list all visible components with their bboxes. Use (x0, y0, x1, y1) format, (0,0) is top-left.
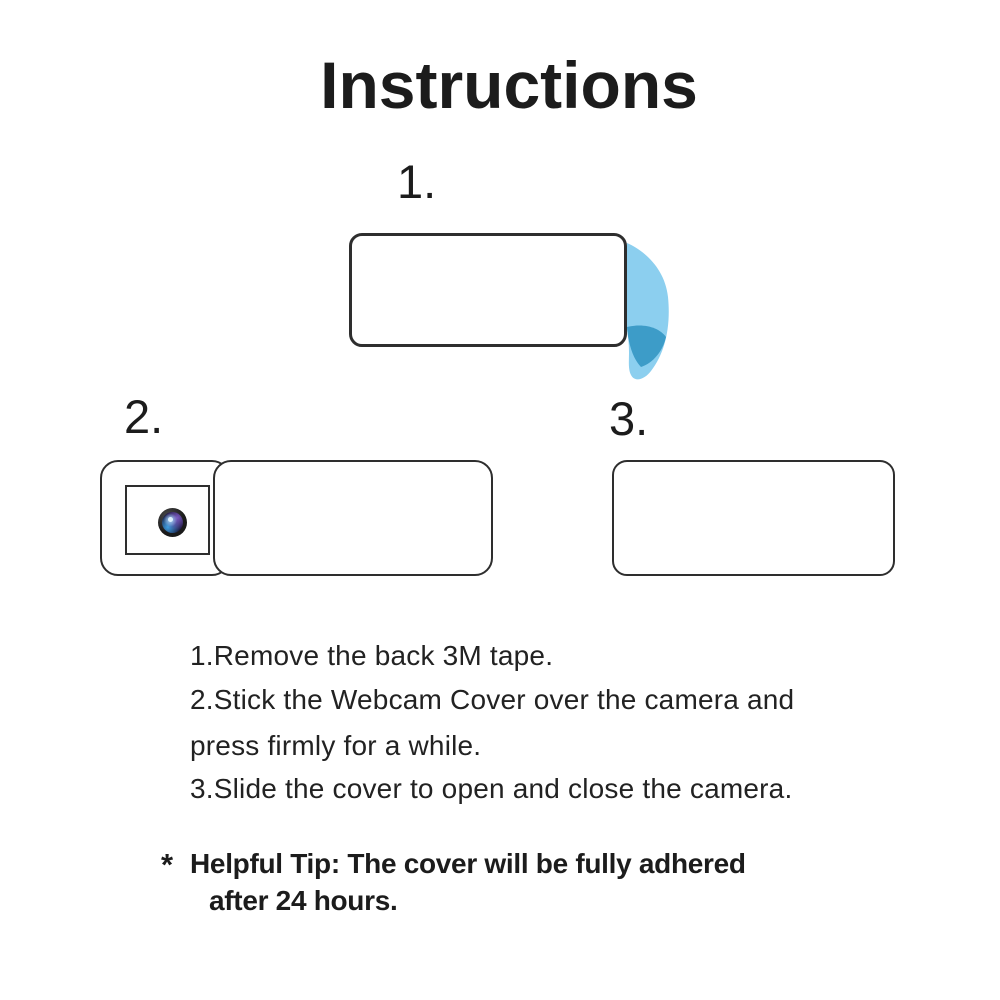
tip-asterisk: * (161, 847, 174, 882)
figure-step-3-closed-cover (612, 460, 895, 576)
camera-lens-icon (158, 508, 187, 537)
cover-slider (213, 460, 493, 576)
instruction-line-2: 2.Stick the Webcam Cover over the camera… (190, 684, 795, 715)
cover-back-rectangle (349, 233, 627, 347)
instruction-line-1: 1.Remove the back 3M tape. (190, 640, 554, 671)
camera-lens-iris (162, 512, 183, 533)
tape-peel-icon (627, 243, 669, 380)
webcam-cover-base (100, 460, 230, 576)
tip-line-1: Helpful Tip: The cover will be fully adh… (190, 848, 746, 879)
page-title: Instructions (320, 48, 698, 122)
step-1-number: 1. (397, 155, 437, 208)
instruction-line-4: 3.Slide the cover to open and close the … (190, 773, 793, 804)
tape-underside (627, 325, 666, 367)
step-2-number: 2. (124, 390, 164, 443)
figure-step-2-stick-cover (100, 460, 493, 576)
instruction-line-3: press firmly for a while. (190, 730, 482, 761)
tip-line-2: after 24 hours. (209, 885, 398, 916)
camera-lens-highlight (168, 517, 173, 522)
figure-step-1-remove-tape (349, 233, 689, 388)
camera-window (125, 485, 210, 555)
step-3-number: 3. (609, 392, 649, 445)
